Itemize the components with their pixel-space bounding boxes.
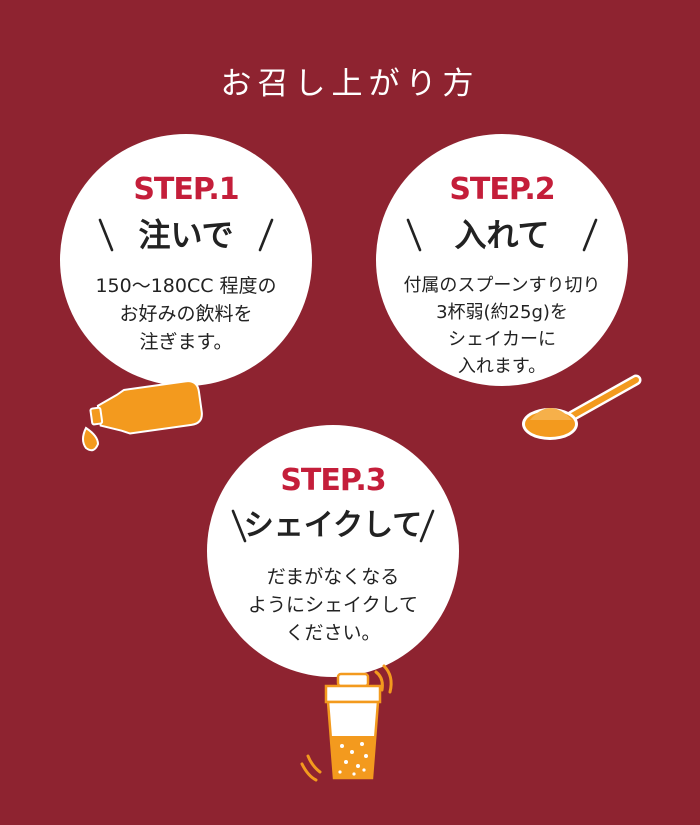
step-3-description: だまがなくなる ようにシェイクして ください。 (207, 563, 459, 647)
step-3-heading: シェイクして (243, 508, 423, 543)
step-1-heading-row: 注いで (60, 212, 312, 258)
step-1-heading: 注いで (138, 216, 234, 254)
step-3-heading-row: シェイクして (207, 503, 459, 549)
backslash-decoration-icon (406, 218, 422, 252)
description-line: お好みの飲料を (119, 303, 253, 325)
step-1-label: STEP.1 (133, 172, 239, 207)
description-line: ください。 (285, 622, 381, 644)
backslash-decoration-icon (98, 218, 114, 252)
step-2-label: STEP.2 (449, 172, 555, 207)
step-2-description: 付属のスプーンすり切り 3杯弱(約25g)を シェイカーに 入れます。 (376, 272, 628, 380)
shaker-icon (298, 660, 408, 789)
step-2-card: STEP.2 入れて 付属のスプーンすり切り 3杯弱(約25g)を シェイカーに… (376, 134, 628, 386)
description-line: シェイカーに (448, 329, 556, 350)
page-title: お召し上がり方 (220, 66, 480, 102)
slash-decoration-icon (419, 509, 435, 543)
description-line: だまがなくなる (266, 566, 400, 588)
description-line: 3杯弱(約25g)を (436, 302, 568, 323)
step-3-label: STEP.3 (280, 463, 386, 498)
description-line: 150〜180CC 程度の (95, 275, 277, 297)
description-line: 付属のスプーンすり切り (403, 275, 601, 296)
description-line: 入れます。 (457, 356, 547, 377)
step-1-card: STEP.1 注いで 150〜180CC 程度の お好みの飲料を 注ぎます。 (60, 134, 312, 386)
backslash-decoration-icon (231, 509, 247, 543)
description-line: ようにシェイクして (247, 594, 419, 616)
step-3-card: STEP.3 シェイクして だまがなくなる ようにシェイクして ください。 (207, 425, 459, 677)
step-1-description: 150〜180CC 程度の お好みの飲料を 注ぎます。 (60, 272, 312, 356)
measuring-spoon-icon (520, 370, 645, 449)
slash-decoration-icon (258, 218, 274, 252)
description-line: 注ぎます。 (139, 331, 233, 353)
step-2-heading-row: 入れて (376, 212, 628, 258)
bottle-pouring-icon (70, 378, 210, 462)
slash-decoration-icon (582, 218, 598, 252)
step-2-heading: 入れて (454, 216, 550, 254)
